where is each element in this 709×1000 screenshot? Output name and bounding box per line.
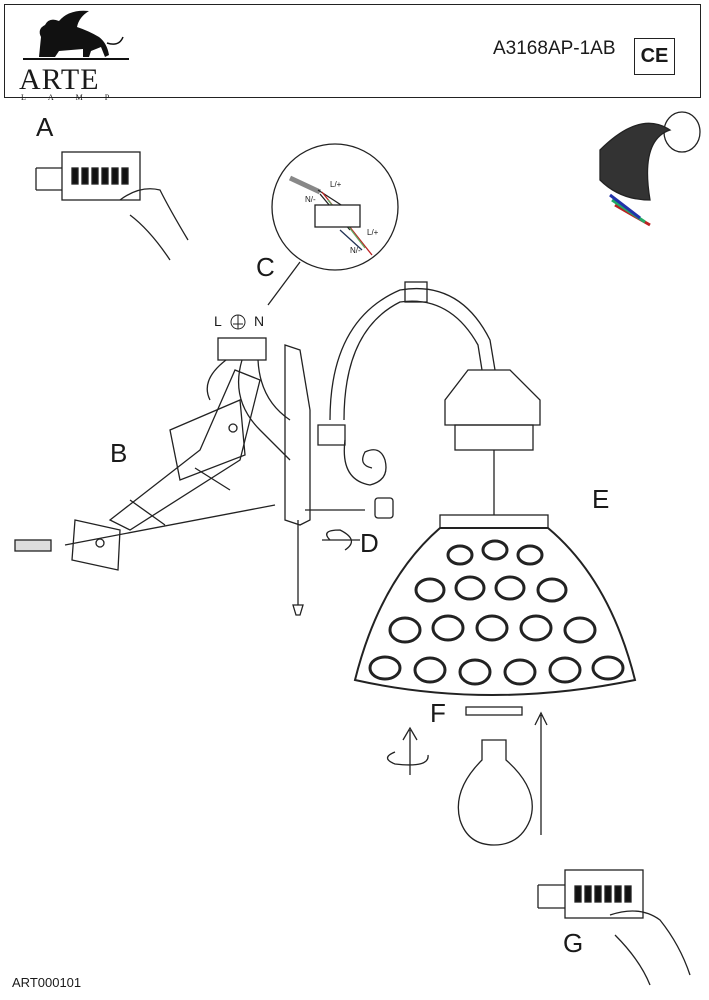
breaker-box-g: [537, 869, 691, 986]
wiring-inset-circle: [271, 143, 399, 271]
shade-pattern: [368, 539, 625, 686]
header-box: ARTE LAMP A3168AP-1AB CE: [4, 4, 701, 102]
terminal-block: [217, 337, 267, 361]
terminal-live-label: L: [214, 313, 222, 329]
light-bulb: [457, 739, 533, 846]
wire-live-label: L/+: [330, 180, 342, 189]
step-label-g: G: [563, 928, 584, 958]
glass-shade: [353, 527, 637, 696]
rotate-icon-d: [322, 529, 360, 551]
mounting-bracket: [64, 369, 276, 571]
up-arrow: [534, 711, 548, 835]
wire-neutral-label-2: N/-: [350, 246, 361, 255]
document-code: ART000101: [12, 975, 82, 990]
breaker-box-a: [35, 151, 189, 261]
wire-live-label-2: L/+: [367, 228, 379, 237]
step-label-b: B: [110, 438, 128, 468]
step-label-d: D: [360, 528, 379, 558]
griffin-logo-icon: [23, 10, 129, 60]
step-label-e: E: [592, 484, 610, 514]
connector-detail: [599, 111, 701, 227]
step-label-c: C: [256, 252, 275, 282]
wire-neutral-label: N/-: [305, 195, 316, 204]
retaining-ring: [465, 706, 523, 716]
backplate: [284, 344, 311, 526]
ce-mark: CE: [634, 38, 675, 75]
step-label-f: F: [430, 698, 446, 728]
lamp-socket: [444, 369, 541, 426]
terminal-neutral-label: N: [254, 313, 265, 329]
wall-screw: [14, 539, 52, 552]
brand-subtitle: LAMP: [21, 93, 132, 102]
brand-name: ARTE: [19, 63, 100, 96]
rotate-icon: [386, 726, 429, 775]
step-label-a: A: [36, 112, 54, 142]
lamp-arm: [329, 288, 496, 421]
model-number: A3168AP-1AB: [493, 38, 616, 59]
shade-rim: [439, 514, 549, 529]
